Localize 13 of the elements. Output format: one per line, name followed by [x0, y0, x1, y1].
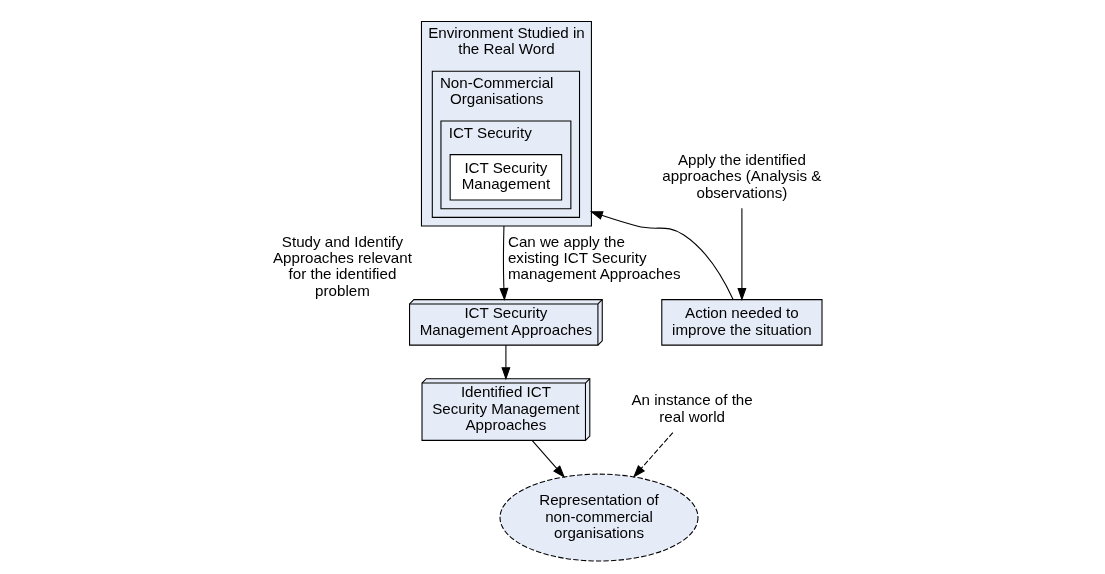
node-text: Apply the identified approaches (Analysis & observations) [661, 151, 821, 201]
arrow [531, 439, 565, 478]
node-ellipse: Representation of non-commercial organisations [499, 473, 698, 562]
node-box: Action needed to improve the situation [660, 299, 823, 346]
node-text: An instance of the real world [631, 391, 753, 425]
arrow [498, 225, 508, 301]
arrow [736, 207, 746, 301]
node-box: ICT Security Management [449, 154, 562, 201]
arrow [500, 344, 510, 381]
arrow [589, 211, 734, 301]
node-label: Study and Identify Approaches relevant for the identified problem [272, 232, 412, 299]
arrow [632, 432, 673, 478]
edge-label: Can we apply the existing ICT Security management Approaches [507, 232, 681, 283]
